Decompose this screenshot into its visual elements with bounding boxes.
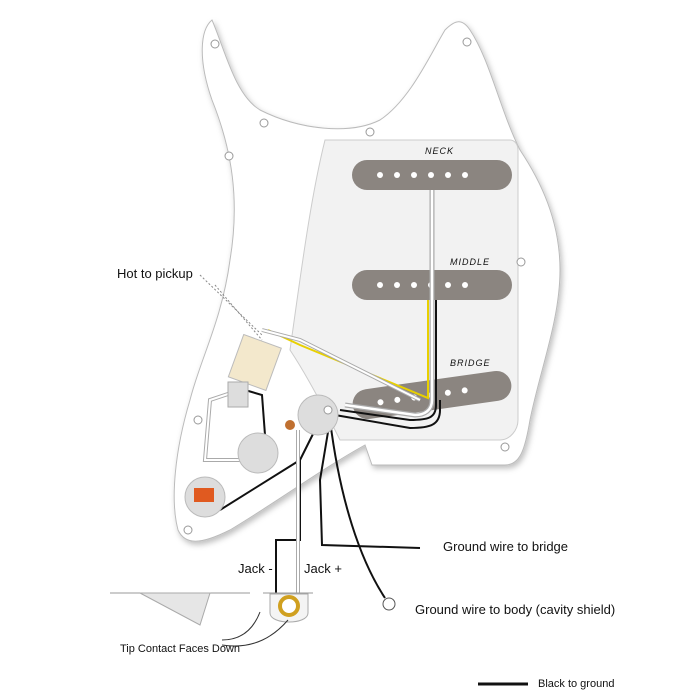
pot-volume xyxy=(297,394,339,436)
callout-jack-plus: Jack + xyxy=(304,561,342,576)
callout-hot-to-pickup: Hot to pickup xyxy=(117,266,193,281)
screw-holes xyxy=(183,37,526,535)
callout-ground-body: Ground wire to body (cavity shield) xyxy=(415,602,616,617)
tip-arrows xyxy=(221,611,289,647)
label-middle: MIDDLE xyxy=(450,257,491,267)
jack-side-view xyxy=(139,592,211,626)
capacitor xyxy=(285,420,295,430)
jack-contact xyxy=(278,595,300,617)
ring-terminal xyxy=(382,597,396,611)
callout-tip-contact: Tip Contact Faces Down xyxy=(120,643,241,655)
wires xyxy=(199,190,441,600)
legend-black-to-ground: Black to ground xyxy=(538,678,615,690)
pot-tone-1 xyxy=(237,432,279,474)
pickup-neck xyxy=(352,160,512,190)
five-way-switch xyxy=(227,333,282,408)
pot-tone-2 xyxy=(184,476,226,518)
label-bridge: BRIDGE xyxy=(450,358,491,368)
label-neck: NECK xyxy=(425,146,455,156)
callout-jack-minus: Jack - xyxy=(238,561,273,576)
callout-ground-bridge: Ground wire to bridge xyxy=(443,539,569,554)
